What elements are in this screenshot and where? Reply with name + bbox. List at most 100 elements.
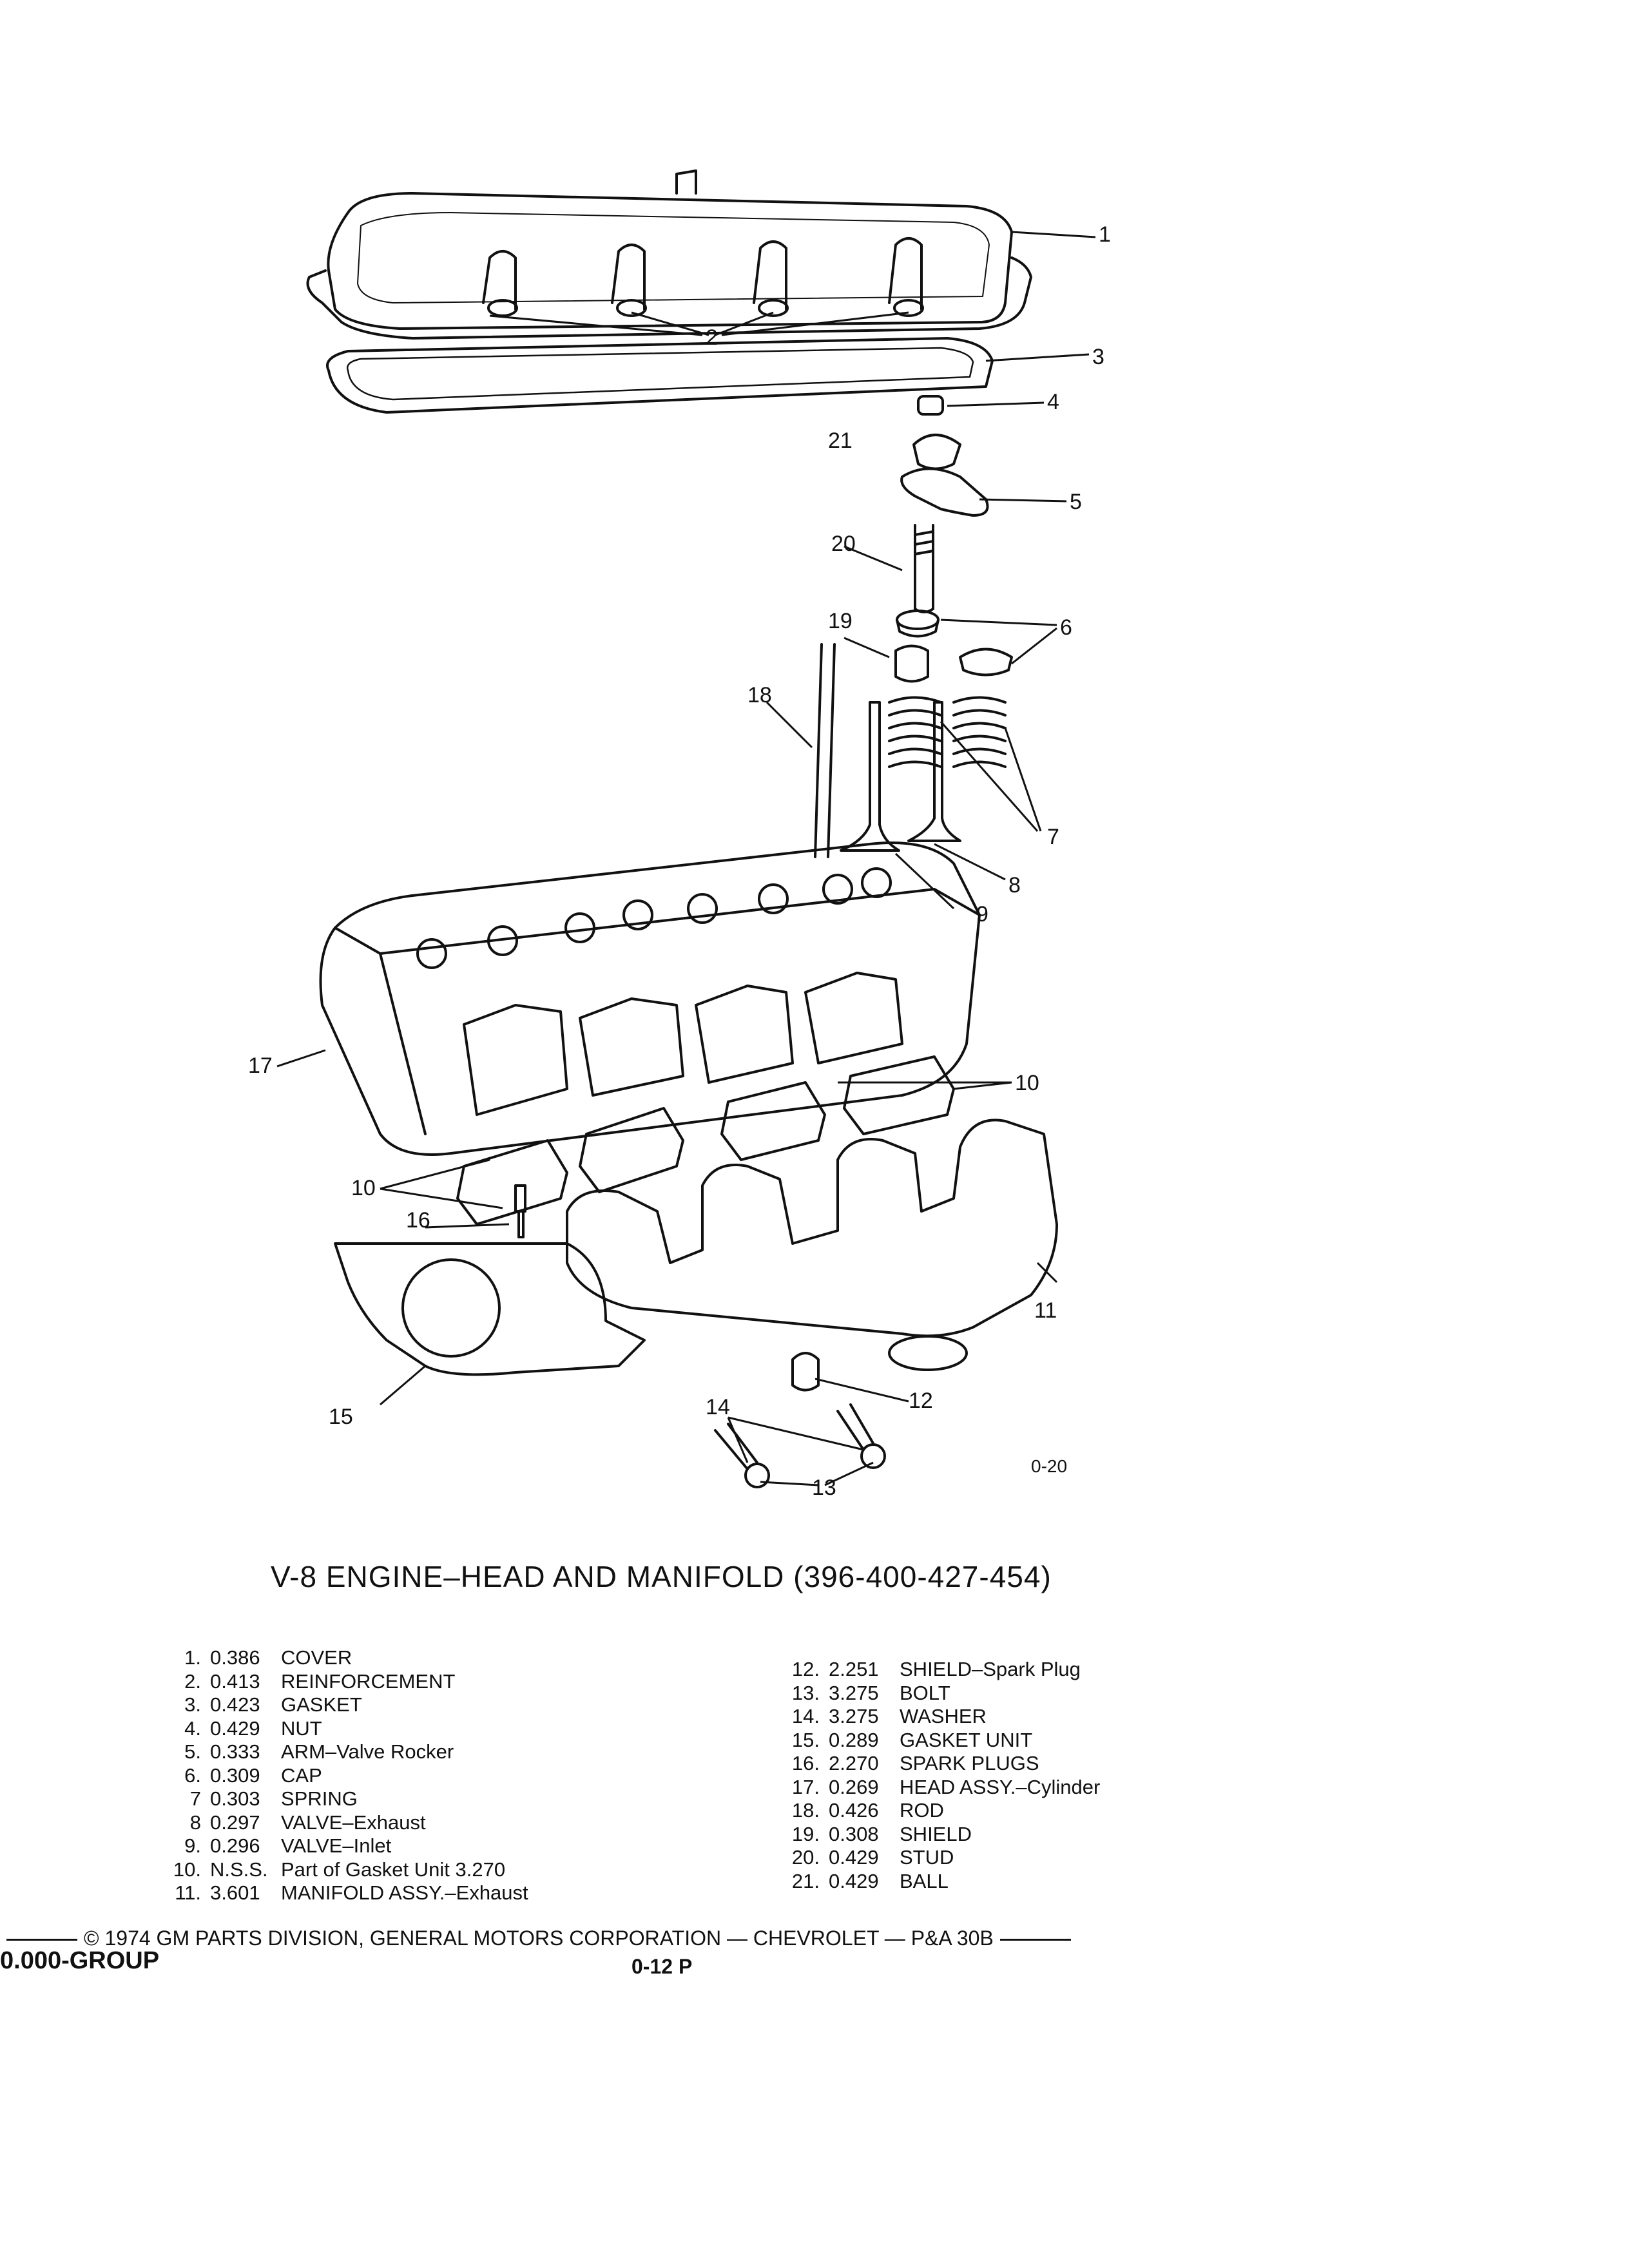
callout-2: 2: [706, 325, 718, 350]
part-description: GASKET: [281, 1693, 362, 1716]
part-description: NUT: [281, 1716, 322, 1740]
part-code: 0.333: [210, 1740, 260, 1763]
part-number: 15.: [791, 1728, 820, 1751]
part-description: BOLT: [900, 1681, 950, 1704]
callout-18: 18: [747, 683, 772, 707]
part-number: 17.: [791, 1775, 820, 1798]
exploded-parts-diagram: 1 2 3 4 5 6 7 8 9 10 10 11 12 13 14 15 1…: [248, 169, 1111, 1500]
callout-10-lower: 10: [351, 1176, 376, 1200]
parts-list-row: 10.N.S.S.Part of Gasket Unit 3.270: [155, 1858, 528, 1882]
part-number: 20.: [791, 1846, 820, 1869]
part-code: 0.426: [829, 1799, 879, 1821]
part-code: 3.275: [829, 1681, 879, 1704]
part-number: 6.: [184, 1763, 201, 1787]
callout-19: 19: [828, 609, 853, 633]
part-description: Part of Gasket Unit 3.270: [281, 1858, 506, 1881]
part-code: 0.309: [210, 1763, 260, 1787]
exhaust-manifold-drawing: [566, 1119, 1058, 1371]
page-title: V-8 ENGINE–HEAD AND MANIFOLD (396-400-42…: [271, 1560, 1052, 1593]
parts-list-row: 3. 0.423 GASKET: [155, 1693, 528, 1717]
part-number: 1.: [184, 1646, 201, 1669]
part-code: 0.297: [210, 1811, 260, 1834]
callout-16: 16: [406, 1208, 430, 1233]
part-number: 12.: [791, 1658, 820, 1680]
part-number: 19.: [791, 1822, 820, 1845]
part-number: 11.: [175, 1881, 201, 1904]
part-description: ARM–Valve Rocker: [281, 1740, 454, 1763]
part-number: 5.: [184, 1740, 201, 1763]
part-number: 2.: [184, 1669, 201, 1693]
parts-list-row: 12. 2.251 SHIELD–Spark Plug: [773, 1658, 1100, 1682]
callout-4: 4: [1047, 390, 1059, 414]
part-code: 0.429: [829, 1869, 879, 1892]
callout-1: 1: [1099, 222, 1111, 247]
part-code: 2.251: [829, 1658, 879, 1680]
part-code: 0.386: [210, 1646, 260, 1669]
part-description: VALVE–Inlet: [281, 1834, 392, 1857]
part-number: 3.: [184, 1693, 201, 1716]
valve-springs-drawing: [888, 696, 1007, 768]
callout-17: 17: [248, 1053, 273, 1078]
callout-12: 12: [909, 1389, 933, 1413]
part-code: 0.296: [210, 1834, 260, 1857]
callout-3: 3: [1092, 345, 1104, 369]
valves-drawing: [840, 701, 961, 852]
part-description: SHIELD: [900, 1822, 972, 1845]
parts-list-row: 5. 0.333 ARM–Valve Rocker: [155, 1740, 528, 1764]
callout-14: 14: [706, 1395, 730, 1419]
part-number: 16.: [791, 1752, 820, 1774]
callout-13: 13: [812, 1475, 836, 1500]
part-number: 4.: [184, 1716, 201, 1740]
part-code: 0.429: [829, 1846, 879, 1869]
part-description: SPRING: [281, 1787, 358, 1810]
parts-list-row: 1. 0.386 COVER: [155, 1646, 528, 1670]
manifold-gaskets-drawing: [456, 1055, 955, 1225]
part-description: STUD: [900, 1846, 954, 1869]
part-description: VALVE–Exhaust: [281, 1811, 426, 1834]
part-code: 0.429: [210, 1716, 260, 1740]
callout-21: 21: [828, 428, 853, 453]
part-code: 0.269: [829, 1775, 879, 1798]
part-number: 7: [189, 1787, 201, 1810]
parts-list-row: 14. 3.275 WASHER: [773, 1705, 1100, 1729]
part-description: MANIFOLD ASSY.–Exhaust: [281, 1881, 528, 1904]
part-description: WASHER: [900, 1705, 987, 1727]
part-code: 0.303: [210, 1787, 260, 1810]
cover-gasket-drawing: [326, 337, 994, 414]
footer-rule-left: [6, 1939, 77, 1941]
callout-9: 9: [976, 902, 988, 927]
footer-rule-right: [999, 1939, 1071, 1941]
part-number: 9.: [184, 1834, 201, 1857]
part-number: 14.: [791, 1705, 820, 1727]
part-code: N.S.S.: [210, 1858, 268, 1881]
callout-10-upper: 10: [1015, 1071, 1039, 1095]
copyright-text: © 1974 GM PARTS DIVISION, GENERAL MOTORS…: [84, 1927, 994, 1950]
part-code: 0.423: [210, 1693, 260, 1716]
part-code: 3.275: [829, 1705, 879, 1727]
callout-7: 7: [1047, 825, 1059, 849]
group-label: 0.000-GROUP: [0, 1947, 160, 1974]
part-description: CAP: [281, 1763, 322, 1787]
part-code: 0.289: [829, 1728, 879, 1751]
head-gasket-drawing: [334, 1242, 646, 1376]
part-description: COVER: [281, 1646, 352, 1669]
callout-6: 6: [1060, 615, 1072, 640]
part-description: SHIELD–Spark Plug: [900, 1658, 1081, 1680]
figure-code: 0-20: [1031, 1456, 1068, 1476]
part-code: 0.413: [210, 1669, 260, 1693]
valve-cover-drawing: [306, 169, 1032, 340]
valve-caps-drawing: [894, 610, 1013, 683]
callout-8: 8: [1008, 873, 1021, 898]
part-description: BALL: [900, 1869, 949, 1892]
part-code: 2.270: [829, 1752, 879, 1774]
copyright-footer: © 1974 GM PARTS DIVISION, GENERAL MOTORS…: [0, 1927, 1077, 1950]
